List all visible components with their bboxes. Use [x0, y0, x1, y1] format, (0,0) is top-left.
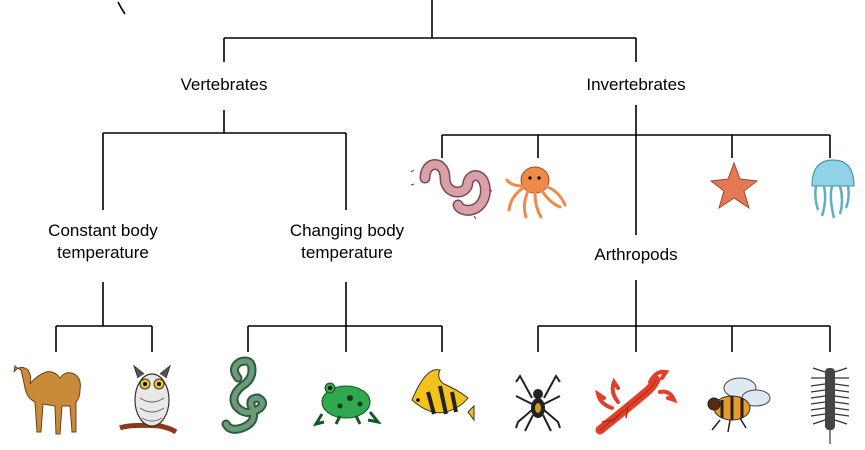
spider-icon	[516, 376, 560, 431]
snake-icon	[226, 361, 263, 429]
frog-icon	[316, 383, 378, 424]
starfish-icon	[711, 163, 757, 208]
owl-icon	[120, 366, 176, 432]
lobster-icon	[598, 372, 674, 430]
jellyfish-icon	[812, 160, 854, 218]
worm-icon	[411, 165, 492, 220]
centipede-icon	[811, 368, 849, 444]
fish-icon	[412, 370, 474, 420]
octopus-icon	[507, 167, 565, 217]
camel-icon	[14, 366, 80, 434]
bee-icon	[708, 378, 770, 432]
